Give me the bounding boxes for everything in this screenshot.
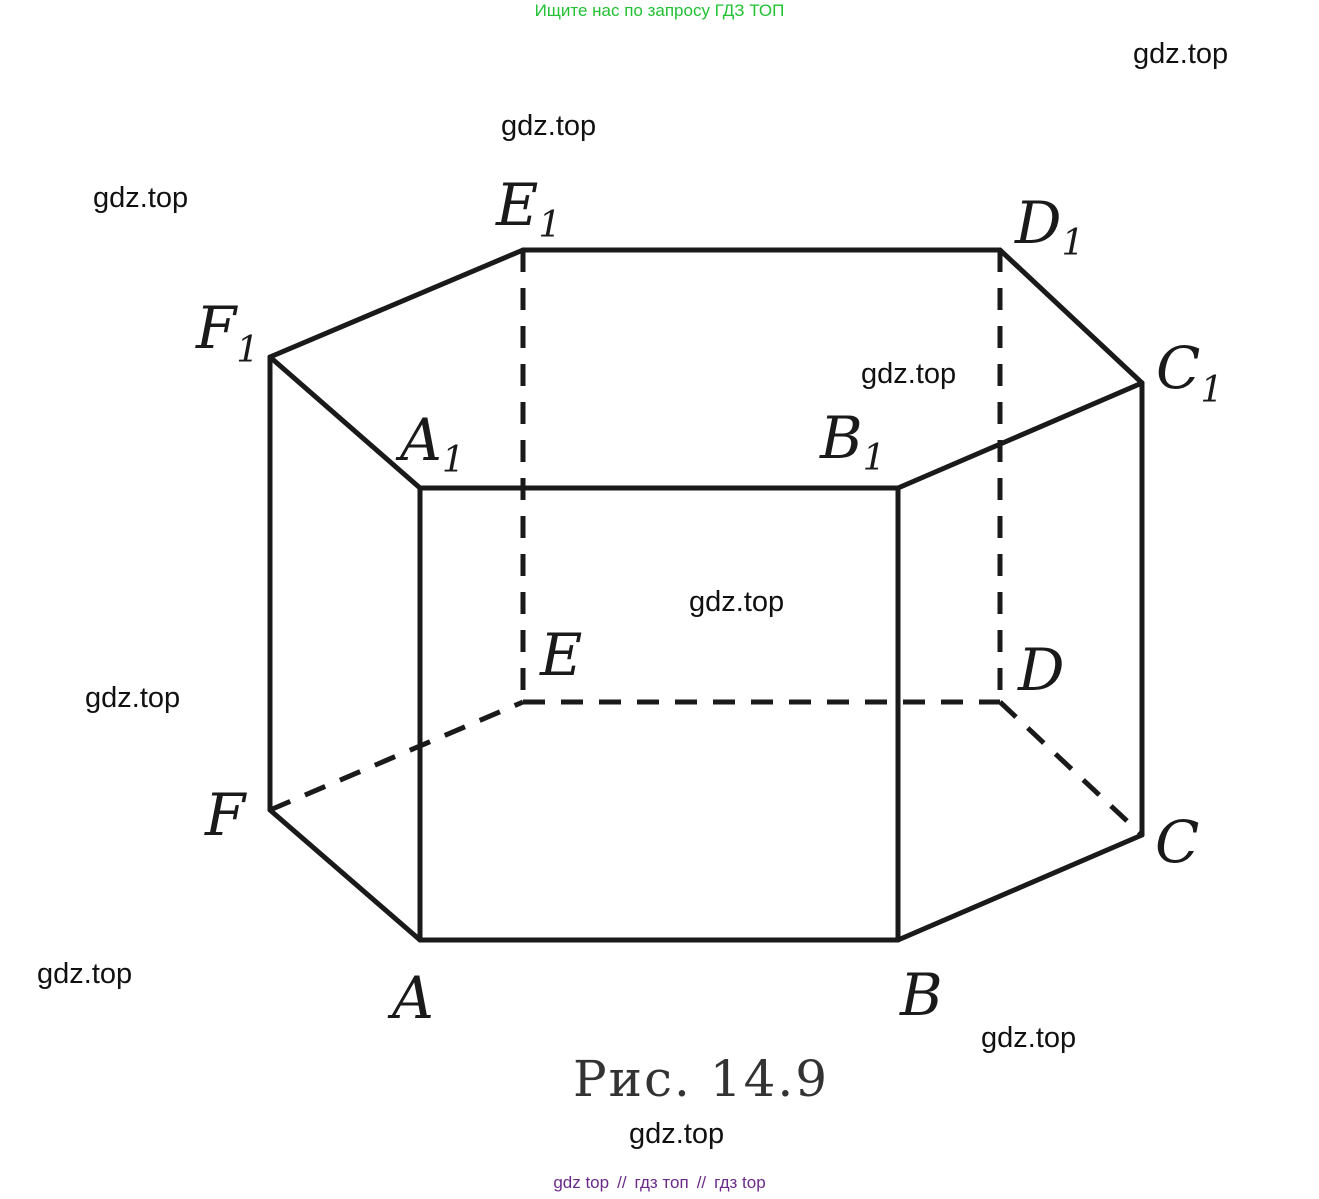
edge-c1-b1 (895, 380, 1145, 491)
watermark: gdz.top (861, 358, 957, 390)
label-e: E (539, 621, 582, 689)
watermark: gdz.top (1133, 38, 1229, 70)
footer-link-gdz-top-ru[interactable]: гдз топ (634, 1173, 689, 1192)
label-d1: D1 (1014, 189, 1084, 264)
label-c1: C1 (1156, 334, 1223, 411)
label-f1: F1 (195, 294, 259, 371)
watermark: gdz.top (689, 586, 785, 618)
footer-link-gdz-top-mixed[interactable]: гдз top (714, 1173, 766, 1192)
label-d: D (1017, 636, 1065, 704)
edge-a1-f1 (267, 354, 423, 491)
label-c: C (1155, 808, 1199, 876)
watermark: gdz.top (93, 182, 189, 214)
edge-d1-c1 (997, 247, 1145, 386)
watermark: gdz.top (37, 958, 133, 990)
edge-d-c-hidden (998, 700, 1144, 837)
edge-b-c (895, 832, 1145, 943)
footer-separator: // (696, 1173, 707, 1192)
edge-f1-e1 (267, 247, 526, 360)
footer-separator: // (617, 1173, 627, 1192)
figure-caption: Рис. 14.9 (573, 1050, 829, 1108)
label-a: A (387, 964, 434, 1032)
watermark: gdz.top (629, 1118, 725, 1150)
edge-f-e-hidden (269, 699, 524, 813)
watermark: gdz.top (85, 682, 181, 714)
top-search-banner: Ищите нас по запросу ГДЗ ТОП (534, 1, 785, 20)
label-f: F (204, 781, 247, 849)
footer-link-gdz-top[interactable]: gdz top (553, 1173, 610, 1192)
label-b: B (899, 961, 943, 1029)
edge-f-a (267, 807, 423, 943)
watermark: gdz.top (981, 1022, 1077, 1054)
label-a1: A1 (395, 406, 465, 481)
label-b1: B1 (819, 404, 886, 479)
watermark: gdz.top (501, 110, 597, 142)
label-e1: E1 (495, 171, 561, 246)
bottom-links-banner: gdz top // гдз топ // гдз top (0, 1173, 1319, 1193)
